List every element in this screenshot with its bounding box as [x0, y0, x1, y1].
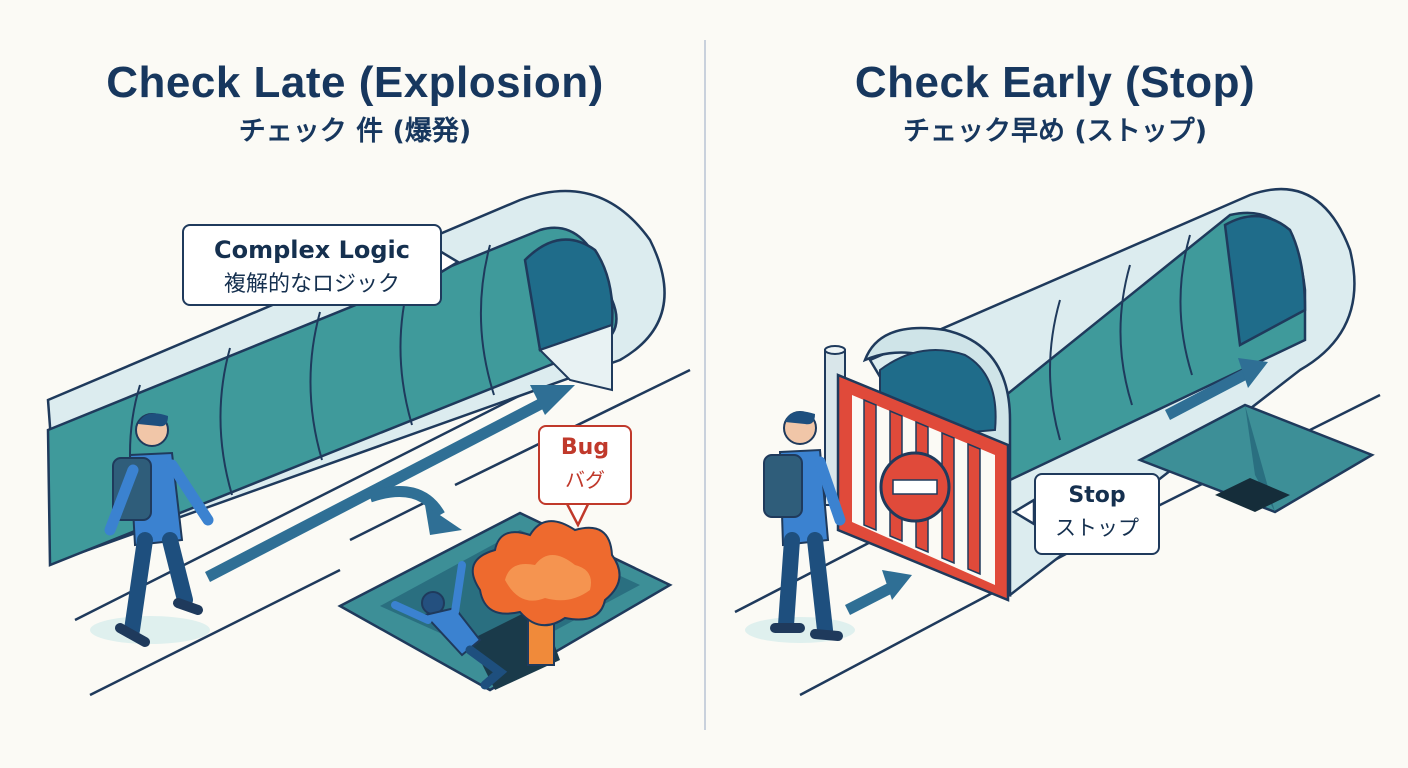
left-tunnel: [46, 189, 666, 567]
stop-callout: Stop ストップ: [1034, 473, 1160, 555]
bug-jp-label: バグ: [565, 468, 605, 492]
stop-jp-label: ストップ: [1055, 516, 1139, 540]
complex-logic-callout: Complex Logic 複解的なロジック: [182, 224, 442, 306]
left-arrow-detour: [368, 485, 462, 535]
left-title: Check Late (Explosion): [106, 58, 604, 107]
stop-label: Stop: [1068, 483, 1126, 508]
explosion-icon: [471, 520, 621, 666]
right-panel-title-block: Check Early (Stop) チェック早め (ストップ): [760, 58, 1350, 150]
no-entry-sign-icon: [879, 451, 951, 523]
falling-person-icon: [391, 561, 508, 690]
pit-icon: [1136, 403, 1375, 514]
left-subtitle: チェック 件 (爆発): [238, 116, 472, 147]
right-title: Check Early (Stop): [854, 58, 1256, 107]
left-panel-title-block: Check Late (Explosion) チェック 件 (爆発): [60, 58, 650, 150]
panel-divider: [704, 40, 706, 730]
walking-person-icon: [745, 411, 855, 643]
right-arrow-far: [1165, 358, 1268, 420]
walking-person-icon: [90, 413, 214, 647]
complex-logic-jp-label: 複解的なロジック: [223, 272, 400, 297]
complex-logic-label: Complex Logic: [213, 236, 411, 264]
bug-label: Bug: [560, 435, 610, 460]
bug-callout: Bug バグ: [538, 425, 632, 505]
right-arrow-near: [845, 570, 912, 615]
right-subtitle: チェック早め (ストップ): [902, 116, 1208, 147]
